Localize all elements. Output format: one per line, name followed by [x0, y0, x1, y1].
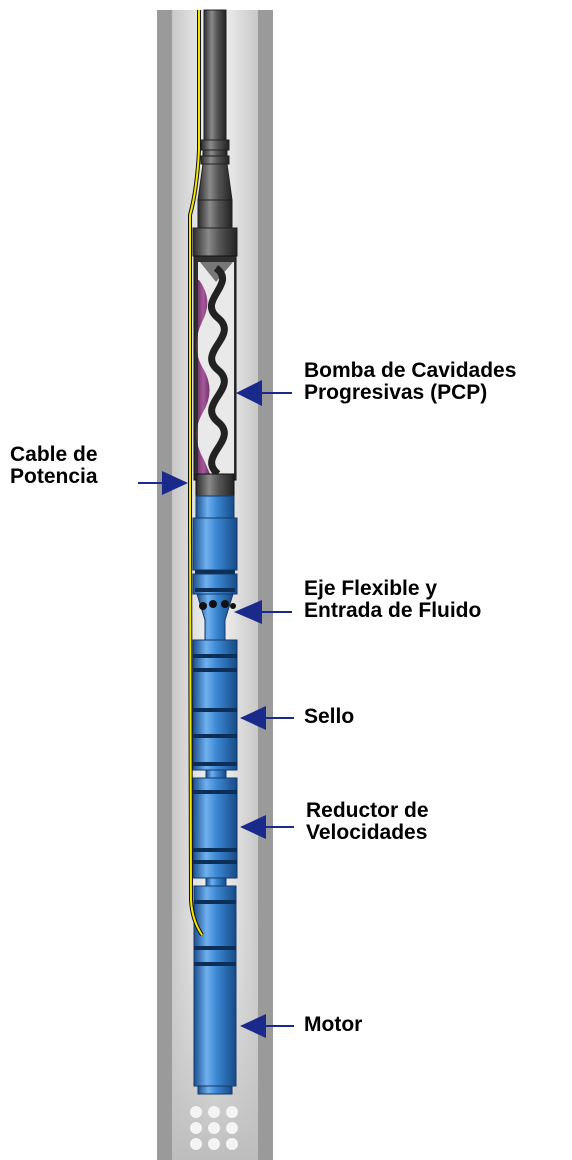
motor-arrow: [240, 1014, 294, 1038]
pump-label-line-2: Progresivas (PCP): [304, 381, 488, 404]
gearbox-arrow: [240, 815, 294, 839]
intake-label-line-2: Entrada de Fluido: [304, 599, 482, 622]
intake-hole: [199, 602, 207, 610]
motor-label-line-1: Motor: [304, 1013, 363, 1036]
motor-section: [193, 885, 237, 1087]
pump-label: Bomba de Cavidades Progresivas (PCP): [304, 360, 516, 404]
power-cable-insulation: [189, 10, 203, 936]
gearbox-label-line-1: Reductor de: [306, 799, 429, 822]
seal-section: [192, 639, 238, 771]
intake-hole: [209, 600, 217, 608]
seal-label-line-1: Sello: [304, 705, 355, 728]
intake-arrow: [234, 600, 292, 624]
intake-label: Eje Flexible y Entrada de Fluido: [304, 578, 481, 622]
cable-label: Cable de Potencia: [10, 444, 98, 488]
seal-arrow: [240, 706, 294, 730]
pump-arrow: [236, 380, 292, 406]
pcp-pump: [193, 255, 237, 497]
pump-label-line-1: Bomba de Cavidades: [304, 359, 517, 382]
cable-label-line-2: Potencia: [10, 465, 98, 488]
cable-label-line-1: Cable de: [10, 443, 98, 466]
seal-label: Sello: [304, 706, 354, 728]
gearbox-label-line-2: Velocidades: [306, 821, 428, 844]
motor-label: Motor: [304, 1014, 362, 1036]
cable-arrow: [138, 471, 188, 495]
gearbox-label: Reductor de Velocidades: [306, 800, 429, 844]
pcp-rotor: [208, 265, 228, 477]
intake-hole: [221, 600, 229, 608]
intake-label-line-1: Eje Flexible y: [304, 577, 438, 600]
intake-hole: [230, 603, 236, 609]
downhole-equipment: [192, 495, 238, 1095]
perforations: [190, 1106, 238, 1150]
